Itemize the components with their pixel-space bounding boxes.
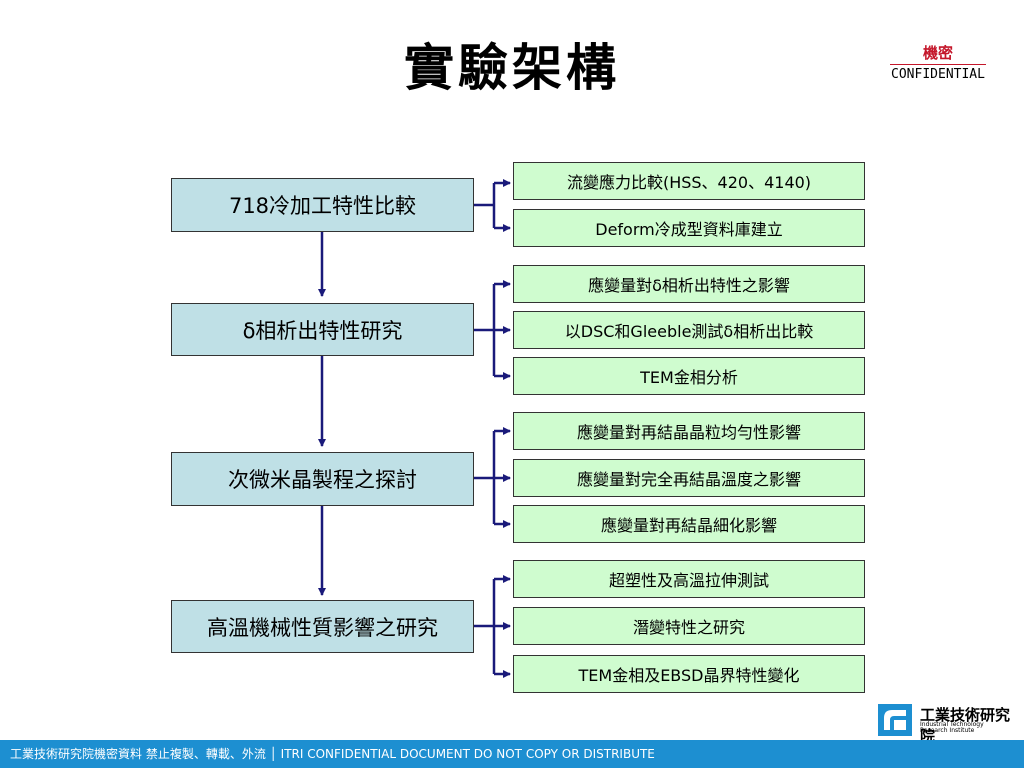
main-step-1: 718冷加工特性比較 [171, 178, 474, 232]
main-step-3: 次微米晶製程之探討 [171, 452, 474, 506]
confidential-divider [890, 64, 986, 65]
sub-item-4-3: TEM金相及EBSD晶界特性變化 [513, 655, 865, 693]
main-step-2: δ相析出特性研究 [171, 303, 474, 356]
footer-bar: 工業技術研究院機密資料 禁止複製、轉載、外流 │ ITRI CONFIDENTI… [0, 740, 1024, 768]
flow-arrows [318, 179, 511, 678]
sub-item-4-2: 潛變特性之研究 [513, 607, 865, 645]
itri-logo: 工業技術研究院 Industrial Technology Research I… [878, 704, 1018, 745]
page-title: 實驗架構 [404, 38, 620, 97]
sub-item-3-2: 應變量對完全再結晶溫度之影響 [513, 459, 865, 497]
sub-item-1-1: 流變應力比較(HSS、420、4140) [513, 162, 865, 200]
sub-item-2-3: TEM金相分析 [513, 357, 865, 395]
sub-item-4-1: 超塑性及高溫拉伸測試 [513, 560, 865, 598]
confidential-cn: 機密 [922, 44, 953, 62]
sub-item-2-1: 應變量對δ相析出特性之影響 [513, 265, 865, 303]
itri-logo-en: Industrial Technology Research Institute [920, 721, 984, 734]
sub-item-2-2: 以DSC和Gleeble測試δ相析出比較 [513, 311, 865, 349]
sub-item-3-1: 應變量對再結晶晶粒均勻性影響 [513, 412, 865, 450]
sub-item-1-2: Deform冷成型資料庫建立 [513, 209, 865, 247]
confidential-en: CONFIDENTIAL [891, 67, 985, 82]
main-step-4: 高溫機械性質影響之研究 [171, 600, 474, 653]
sub-item-3-3: 應變量對再結晶細化影響 [513, 505, 865, 543]
itri-logo-mark-icon [878, 704, 912, 736]
confidential-stamp: 機密 CONFIDENTIAL [886, 44, 990, 82]
